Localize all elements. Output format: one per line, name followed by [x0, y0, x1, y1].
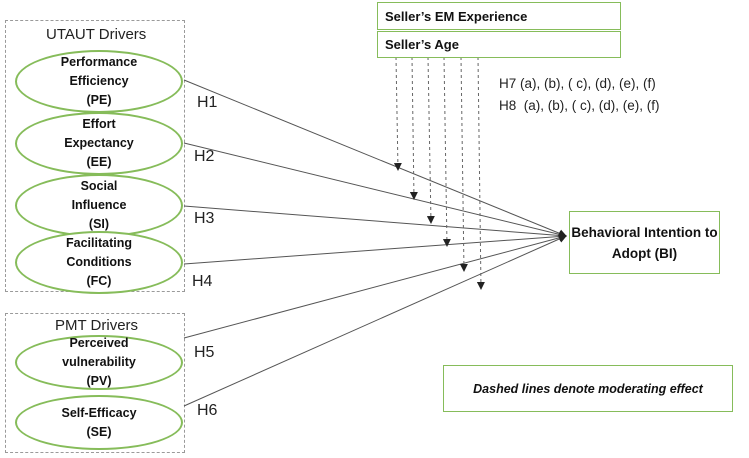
construct-se: Self-Efficacy (SE)	[15, 395, 183, 450]
moderation-line-4	[442, 56, 451, 247]
moderation-line-6	[476, 56, 485, 290]
moderation-line-2	[409, 56, 418, 200]
hypothesis-label-h4: H4	[192, 273, 213, 290]
utaut-group-title: UTAUT Drivers	[46, 26, 147, 43]
construct-fc: Facilitating Conditions (FC)	[15, 231, 183, 294]
h5-arrow	[183, 233, 567, 339]
construct-pv: Perceived vulnerability (PV)	[15, 335, 183, 390]
legend-note-box: Dashed lines denote moderating effect	[443, 365, 733, 412]
hypothesis-label-h5: H5	[194, 344, 215, 361]
h6-arrow	[183, 235, 567, 407]
h2-arrow	[183, 142, 567, 239]
h8-moderation-hypotheses: H8 (a), (b), ( c), (d), (e), (f)	[499, 98, 660, 113]
hypothesis-label-h1: H1	[197, 94, 218, 111]
pmt-group-box	[5, 313, 185, 453]
hypothesis-label-h6: H6	[197, 402, 218, 419]
moderator-experience-box: Seller’s EM Experience	[377, 2, 621, 30]
hypothesis-label-h2: H2	[194, 148, 215, 165]
h4-arrow	[183, 232, 567, 265]
h3-arrow	[183, 205, 567, 240]
pmt-group-title: PMT Drivers	[55, 317, 139, 334]
h1-arrow	[183, 79, 567, 238]
construct-pe: Performance Efficiency (PE)	[15, 50, 183, 113]
moderator-age-box: Seller’s Age	[377, 31, 621, 58]
construct-si: Social Influence (SI)	[15, 174, 183, 237]
hypothesis-label-h3: H3	[194, 210, 215, 227]
moderation-line-5	[459, 56, 468, 272]
h7-moderation-hypotheses: H7 (a), (b), ( c), (d), (e), (f)	[499, 76, 656, 91]
construct-ee: Effort Expectancy (EE)	[15, 112, 183, 175]
moderation-line-1	[393, 56, 402, 171]
outcome-bi-box: Behavioral Intention to Adopt (BI)	[569, 211, 720, 274]
moderation-line-3	[426, 56, 435, 224]
